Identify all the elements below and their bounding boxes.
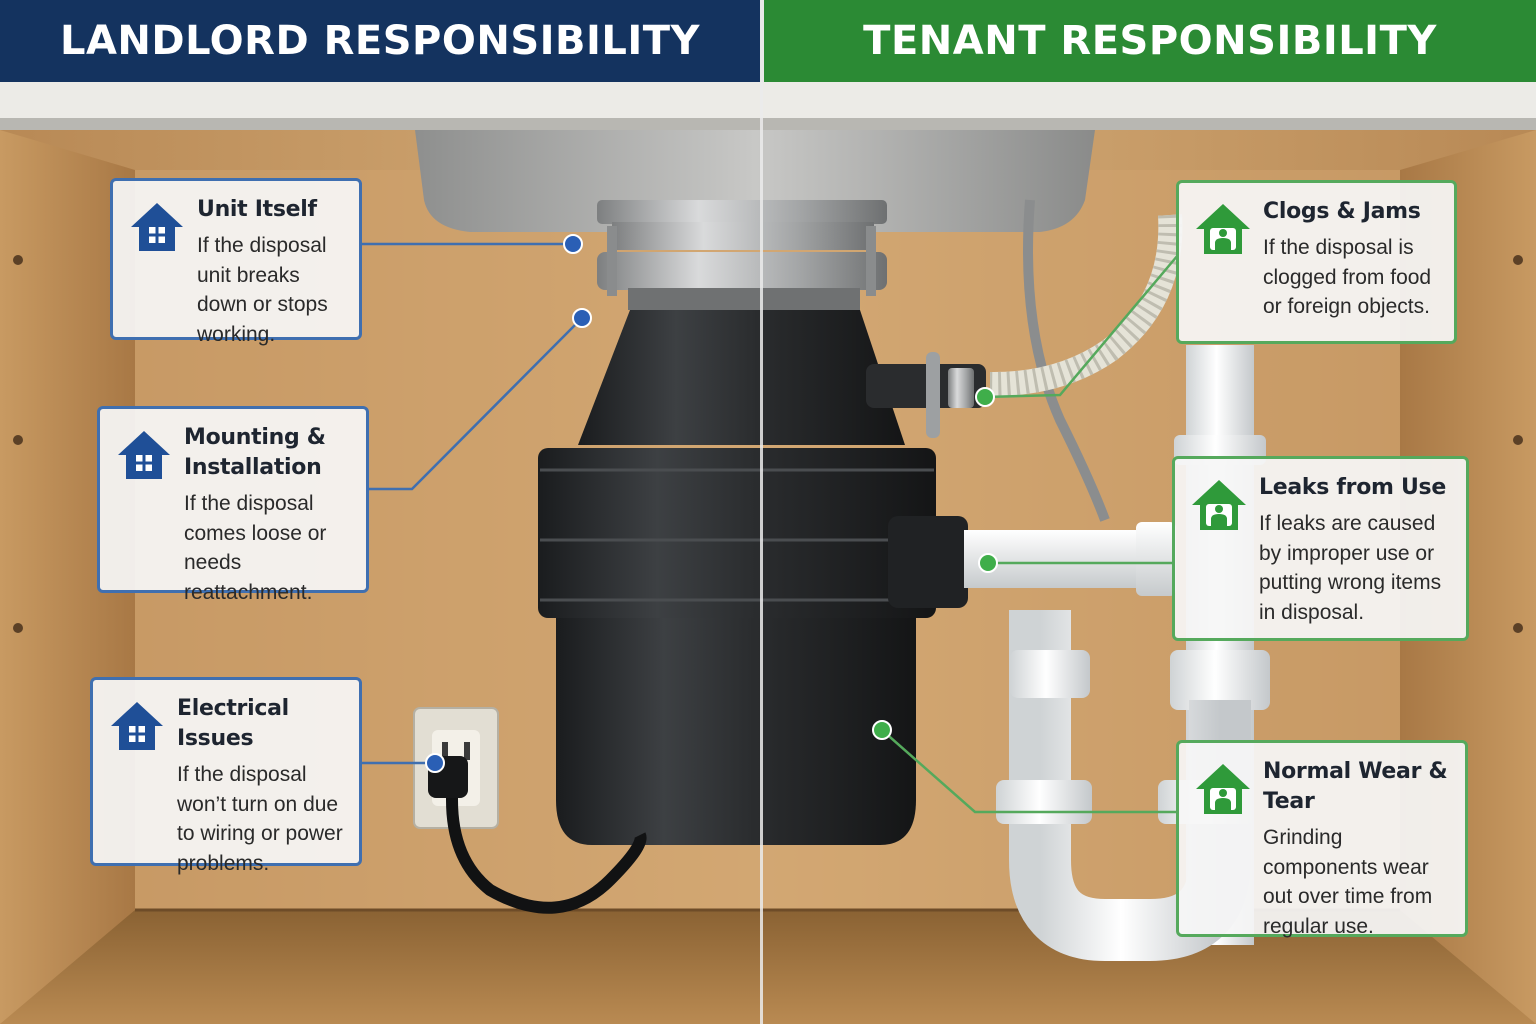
callout-title: Electrical Issues — [177, 696, 289, 751]
callout-description: If the disposal won’t turn on due to wir… — [177, 763, 343, 875]
callout-title: Clogs & Jams — [1263, 199, 1421, 224]
section-divider — [760, 82, 763, 1024]
house-person-icon — [1196, 764, 1250, 814]
callout-title: Mounting & Installation — [184, 425, 326, 480]
house-icon — [118, 431, 170, 479]
landlord-header: LANDLORD RESPONSIBILITY — [0, 0, 760, 82]
header-divider — [760, 0, 764, 82]
callout-title: Leaks from Use — [1259, 475, 1446, 500]
callout-mounting-installation: Mounting & Installation If the disposal … — [97, 406, 369, 604]
callout-leaks-from-use: Leaks from Use If leaks are caused by im… — [1172, 456, 1469, 641]
house-icon — [111, 702, 163, 750]
callout-clogs-jams: Clogs & Jams If the disposal is clogged … — [1176, 180, 1457, 344]
callout-electrical-issues: Electrical Issues If the disposal won’t … — [90, 677, 362, 875]
callout-title: Unit Itself — [197, 197, 317, 222]
callout-description: If the disposal comes loose or needs rea… — [184, 492, 327, 604]
tenant-header: TENANT RESPONSIBILITY — [764, 0, 1536, 82]
callout-description: Grinding components wear out over time f… — [1263, 826, 1433, 938]
callout-description: If the disposal unit breaks down or stop… — [197, 234, 328, 346]
house-person-icon — [1192, 480, 1246, 530]
callout-description: If the disposal is clogged from food or … — [1263, 236, 1432, 318]
house-icon — [131, 203, 183, 251]
callout-description: If leaks are caused by improper use or p… — [1259, 512, 1442, 624]
callout-normal-wear-tear: Normal Wear & Tear Grinding components w… — [1176, 740, 1468, 938]
callout-unit-itself: Unit Itself If the disposal unit breaks … — [110, 178, 362, 346]
house-person-icon — [1196, 204, 1250, 254]
callout-title: Normal Wear & Tear — [1263, 759, 1448, 814]
